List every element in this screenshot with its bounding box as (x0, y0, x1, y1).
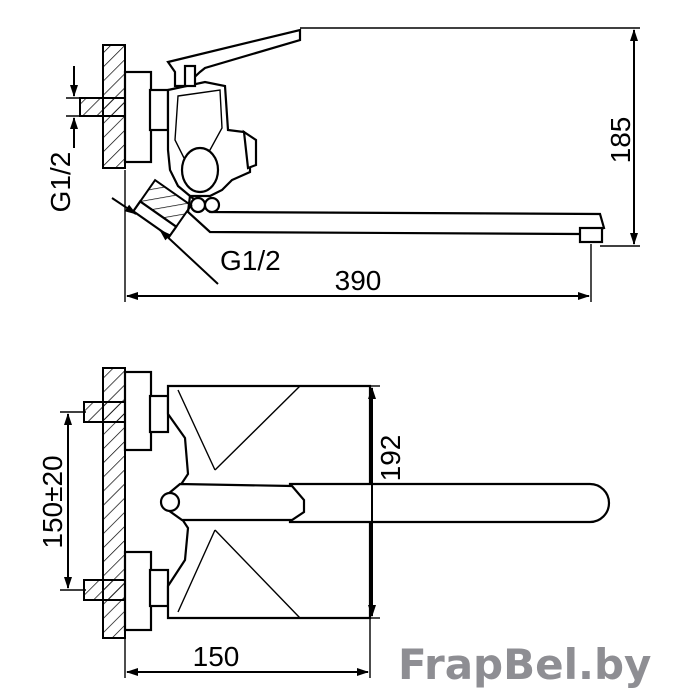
spout-joint-2 (203, 196, 221, 214)
dim-depth-150: 150 (193, 641, 240, 672)
dim-height-192: 192 (375, 435, 406, 482)
nut-upper (123, 370, 153, 452)
lever-pivot (159, 491, 181, 513)
inlet-pipe-top (79, 97, 127, 117)
nut-lower (123, 550, 153, 632)
spout-joint-1 (189, 196, 207, 214)
front-view: 192 150±20 150 (37, 367, 611, 678)
inlet-lower (83, 579, 127, 601)
lever-stem (183, 64, 197, 88)
dim-thread-side: G1/2 (45, 152, 76, 213)
nut-lower-hex (148, 568, 170, 608)
cartridge-cap (180, 146, 220, 194)
body-inner-line (174, 89, 223, 161)
dim-height-185: 185 (605, 117, 636, 164)
nut-top (123, 70, 153, 164)
nut-hex-top (148, 88, 170, 132)
aerator (578, 226, 604, 244)
nut-upper-hex (148, 394, 170, 434)
lever-handle-front (166, 482, 306, 522)
inlet-upper (83, 401, 127, 423)
lever-handle-side (166, 28, 302, 88)
spout-front (288, 482, 611, 524)
watermark: FrapBel.by (398, 640, 651, 689)
shower-outlet (131, 178, 193, 239)
side-view: 185 390 G1/2 G1/2 (45, 27, 640, 302)
wall-section-front (102, 367, 126, 639)
dim-thread-bottom: G1/2 (220, 245, 281, 276)
diverter-knob (242, 129, 258, 170)
spout-side (186, 193, 606, 236)
dim-length-390: 390 (335, 265, 382, 296)
dim-center-distance: 150±20 (37, 455, 68, 548)
